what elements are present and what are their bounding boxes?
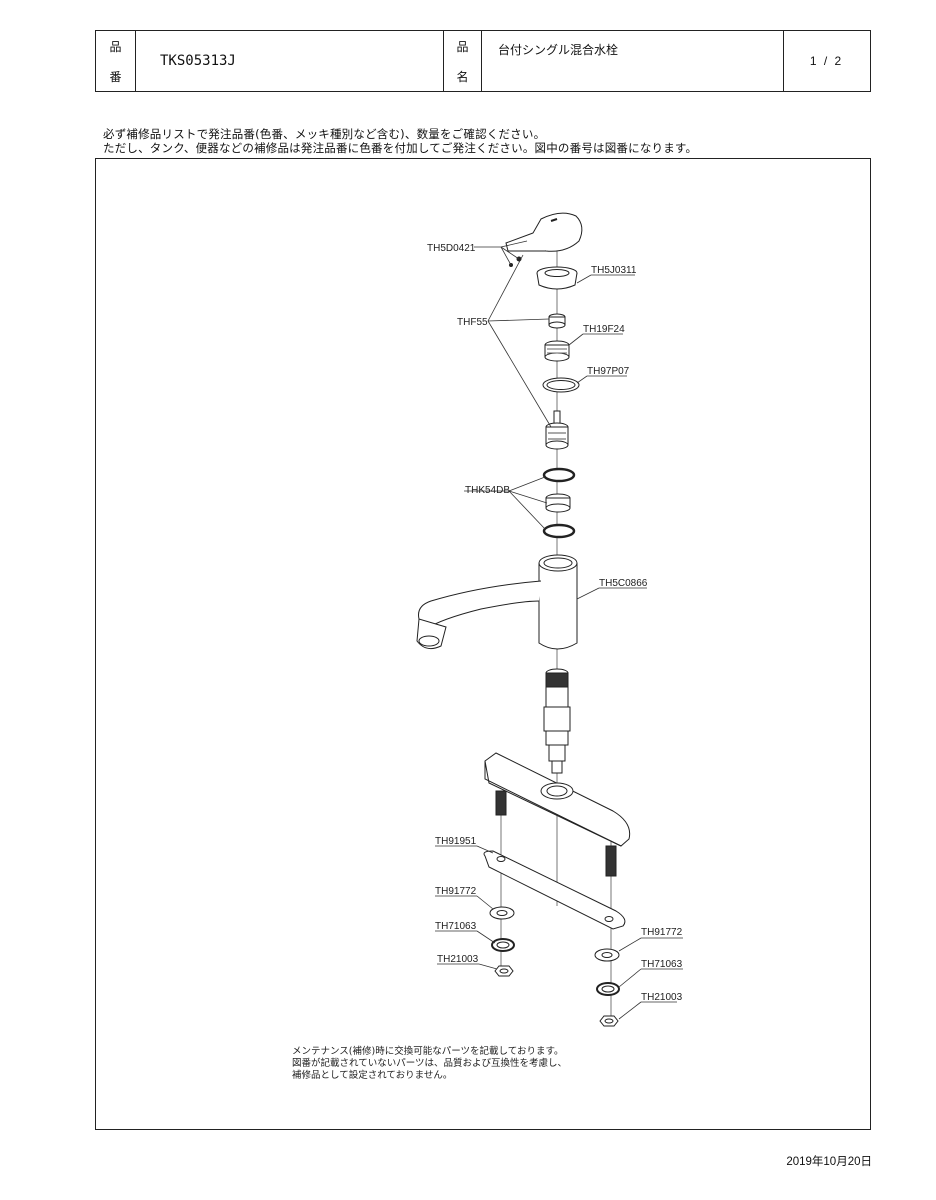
packing-ring-part: [542, 467, 576, 483]
base-plate-part: [484, 752, 631, 847]
leader-lines: [435, 240, 683, 1020]
maintenance-note-line-2: 図番が記載されていないパーツは、品質および互換性を考慮し、: [292, 1058, 568, 1069]
product-name-label-2: 名: [456, 69, 469, 84]
adapter-part: [545, 493, 571, 513]
hex-nut-left-part: [494, 965, 514, 977]
cartridge-part: [545, 410, 569, 450]
callout-th5j0311: TH5J0311: [591, 265, 637, 276]
part-no-cell: TKS05313J: [136, 31, 444, 91]
callout-th5d0421: TH5D0421: [427, 243, 476, 254]
callout-th71063-left: TH71063: [435, 921, 477, 932]
callout-th91772-left: TH91772: [435, 886, 477, 897]
product-name-label-cell: 品 名: [444, 31, 482, 91]
maintenance-note-line-3: 補修品として設定されておりません。: [292, 1070, 453, 1081]
exploded-view-frame: TH5D0421 TH5J0311 THF55 TH19F24 TH97P07 …: [95, 158, 871, 1130]
shank-pipe-part: [543, 668, 571, 774]
callout-th5c0866: TH5C0866: [599, 578, 648, 589]
part-number: TKS05313J: [160, 53, 236, 69]
callout-th71063-right: TH71063: [641, 959, 683, 970]
page-cell: 1 / 2: [784, 31, 869, 91]
product-name-cell: 台付シングル混合水栓: [482, 31, 784, 91]
o-ring-inner: [546, 380, 576, 390]
cap-ring-part: [536, 266, 578, 290]
callout-thk54db: THK54DB: [465, 485, 510, 496]
callout-thf55: THF55: [457, 317, 488, 328]
hex-nut-right-part: [599, 1015, 619, 1027]
nut-part: [548, 313, 566, 329]
spring-washer-left-part: [491, 938, 515, 952]
washer-left-part: [489, 906, 515, 920]
product-name: 台付シングル混合水栓: [498, 43, 619, 57]
packing-ring-part: [542, 523, 576, 539]
issue-date: 2019年10月20日: [786, 1156, 872, 1168]
lever-handle-part: [505, 212, 583, 252]
spout-body-part: [416, 554, 578, 650]
callout-th21003-right: TH21003: [641, 992, 683, 1003]
order-note-line-2: ただし、タンク、便器などの補修品は発注品番に色番を付加してご発注ください。図中の…: [103, 141, 698, 155]
gasket-hole: [496, 856, 506, 862]
stud-bolt-left: [495, 790, 507, 816]
base-gasket-part: [483, 850, 626, 930]
gasket-hole: [604, 916, 614, 922]
stud-bolt-right: [605, 845, 617, 877]
order-note-line-1: 必ず補修品リストで発注品番(色番、メッキ種別など含む)、数量をご確認ください。: [103, 127, 546, 141]
callout-th91772-right: TH91772: [641, 927, 683, 938]
callout-th97p07: TH97P07: [587, 366, 630, 377]
order-notes: 必ず補修品リストで発注品番(色番、メッキ種別など含む)、数量をご確認ください。 …: [103, 127, 697, 155]
part-no-label-1: 品: [109, 39, 122, 54]
product-name-label-1: 品: [456, 39, 469, 54]
maintenance-note-line-1: メンテナンス(補修)時に交換可能なパーツを記載しております。: [292, 1046, 564, 1057]
part-no-label-2: 番: [109, 69, 122, 84]
maintenance-note: メンテナンス(補修)時に交換可能なパーツを記載しております。 図番が記載されてい…: [292, 1046, 567, 1082]
part-no-label-cell: 品 番: [96, 31, 136, 91]
callout-th21003-left: TH21003: [437, 954, 479, 965]
page-number: 1 / 2: [809, 54, 844, 68]
exploded-parts-drawing: TH5D0421 TH5J0311 THF55 TH19F24 TH97P07 …: [416, 212, 683, 1027]
spring-washer-right-part: [596, 982, 620, 996]
washer-right-part: [594, 948, 620, 962]
title-block-table: 品 番 TKS05313J 品 名 台付シングル混合水栓 1 / 2: [95, 30, 871, 92]
callout-th19f24: TH19F24: [583, 324, 625, 335]
callout-th91951: TH91951: [435, 836, 477, 847]
sleeve-part: [544, 340, 570, 362]
